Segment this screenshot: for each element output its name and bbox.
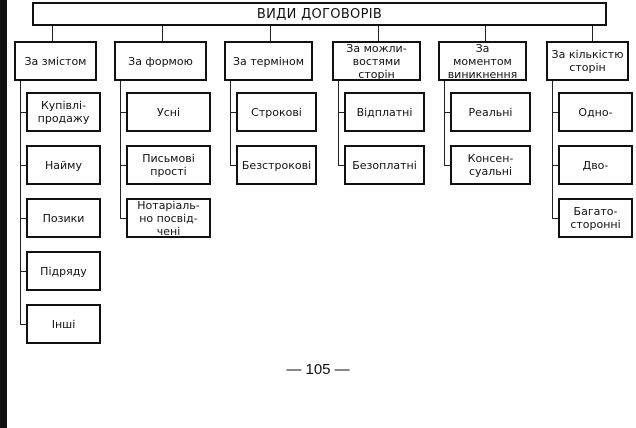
- type-box: Реальні: [450, 92, 531, 132]
- type-box: Консен- суальні: [450, 145, 531, 185]
- type-box: Усні: [126, 92, 211, 132]
- child-connector: [20, 112, 26, 113]
- category-box-label: За моментом виникнення: [447, 41, 518, 81]
- category-box: За формою: [114, 41, 207, 81]
- child-connector: [20, 165, 26, 166]
- category-box-label: За формою: [128, 54, 193, 68]
- category-spine: [230, 81, 231, 165]
- category-box: За змістом: [14, 41, 97, 81]
- category-spine: [338, 81, 339, 165]
- category-box: За терміном: [224, 41, 313, 81]
- child-connector: [444, 165, 450, 166]
- title-connector: [270, 26, 271, 41]
- type-box-label: Письмові прості: [142, 152, 195, 178]
- child-connector: [120, 218, 126, 219]
- type-box-label: Нотаріаль- но посвід- чені: [137, 198, 200, 238]
- category-spine: [444, 81, 445, 165]
- title-connector: [485, 26, 486, 41]
- diagram-title-label: ВИДИ ДОГОВОРІВ: [256, 6, 383, 22]
- child-connector: [552, 165, 558, 166]
- category-box-label: За кількістю сторін: [551, 48, 624, 74]
- type-box: Дво-: [558, 145, 633, 185]
- child-connector: [20, 324, 26, 325]
- category-box: За можли- востями сторін: [332, 41, 421, 81]
- type-box: Строкові: [236, 92, 317, 132]
- child-connector: [20, 218, 26, 219]
- type-box-label: Багато- сторонні: [570, 205, 621, 231]
- type-box-label: Найму: [45, 158, 82, 172]
- type-box-label: Дво-: [582, 158, 609, 172]
- category-box-label: За змістом: [24, 54, 87, 68]
- type-box-label: Реальні: [468, 105, 513, 119]
- child-connector: [338, 112, 344, 113]
- title-connector: [162, 26, 163, 41]
- category-spine: [552, 81, 553, 218]
- type-box-label: Усні: [157, 105, 180, 119]
- type-box-label: Строкові: [251, 105, 302, 119]
- type-box: Нотаріаль- но посвід- чені: [126, 198, 211, 238]
- category-box: За кількістю сторін: [546, 41, 629, 81]
- type-box: Позики: [26, 198, 101, 238]
- child-connector: [230, 165, 236, 166]
- child-connector: [20, 271, 26, 272]
- type-box-label: Консен- суальні: [467, 152, 514, 178]
- type-box: Багато- сторонні: [558, 198, 633, 238]
- type-box: Підряду: [26, 251, 101, 291]
- title-connector: [378, 26, 379, 41]
- type-box: Одно-: [558, 92, 633, 132]
- child-connector: [120, 165, 126, 166]
- category-box-label: За терміном: [232, 54, 305, 68]
- category-box: За моментом виникнення: [438, 41, 527, 81]
- title-connector: [592, 26, 593, 41]
- type-box-label: Безоплатні: [352, 158, 417, 172]
- type-box-label: Підряду: [40, 264, 87, 278]
- child-connector: [338, 165, 344, 166]
- type-box-label: Одно-: [578, 105, 613, 119]
- child-connector: [230, 112, 236, 113]
- child-connector: [552, 112, 558, 113]
- type-box-label: Позики: [42, 211, 85, 225]
- page-number: — 105 —: [286, 361, 350, 378]
- type-box-label: Інші: [51, 317, 76, 331]
- type-box: Відплатні: [344, 92, 425, 132]
- diagram-title: ВИДИ ДОГОВОРІВ: [32, 2, 607, 26]
- type-box-label: Відплатні: [356, 105, 413, 119]
- type-box-label: Купівлі- продажу: [37, 99, 90, 125]
- type-box: Письмові прості: [126, 145, 211, 185]
- child-connector: [444, 112, 450, 113]
- category-box-label: За можли- востями сторін: [346, 41, 407, 81]
- type-box: Найму: [26, 145, 101, 185]
- type-box: Безстрокові: [236, 145, 317, 185]
- child-connector: [552, 218, 558, 219]
- category-spine: [20, 81, 21, 324]
- type-box: Інші: [26, 304, 101, 344]
- type-box-label: Безстрокові: [241, 158, 312, 172]
- title-connector: [52, 26, 53, 41]
- type-box: Купівлі- продажу: [26, 92, 101, 132]
- type-box: Безоплатні: [344, 145, 425, 185]
- category-spine: [120, 81, 121, 218]
- child-connector: [120, 112, 126, 113]
- page-edge-shadow: [0, 0, 7, 428]
